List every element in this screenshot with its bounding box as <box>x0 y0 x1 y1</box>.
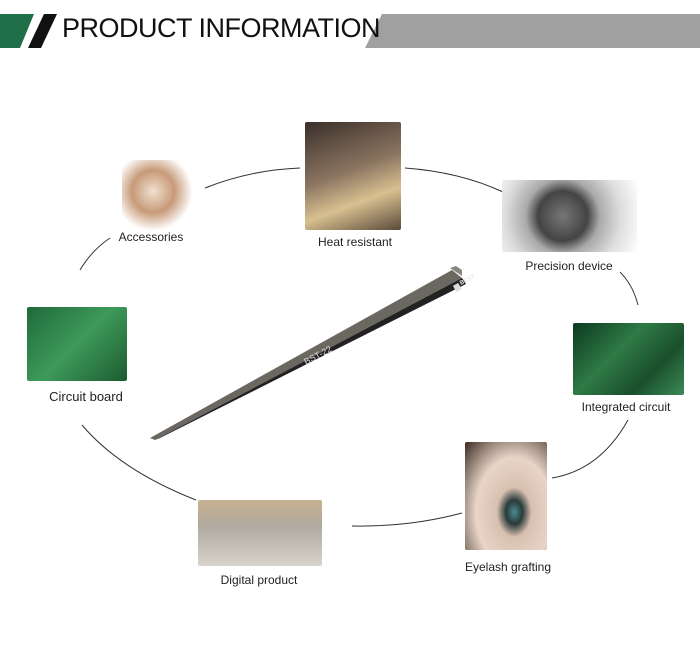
phone-image <box>198 500 322 566</box>
label-accessories: Accessories <box>118 230 184 244</box>
tweezers-image: BST-22 BEST <box>150 266 476 440</box>
label-integrated-circuit: Integrated circuit <box>581 400 671 414</box>
header-gray-bar <box>365 14 700 48</box>
label-circuit-board: Circuit board <box>49 389 123 404</box>
label-eyelash-grafting: Eyelash grafting <box>464 560 552 574</box>
ic-image <box>573 323 684 395</box>
header-slash <box>28 14 57 48</box>
heat-image <box>305 122 401 230</box>
page-title: PRODUCT INFORMATION <box>62 13 381 43</box>
watch-image <box>502 180 637 252</box>
header-green-block <box>0 14 34 48</box>
pcb-image <box>27 307 127 381</box>
connection-arcs <box>79 167 639 527</box>
label-digital-product: Digital product <box>220 573 298 587</box>
label-precision-device: Precision device <box>525 259 613 273</box>
brand-logo <box>452 282 462 292</box>
brooch-image <box>122 160 200 230</box>
eyelash-image <box>465 442 547 550</box>
label-heat-resistant: Heat resistant <box>317 235 393 249</box>
